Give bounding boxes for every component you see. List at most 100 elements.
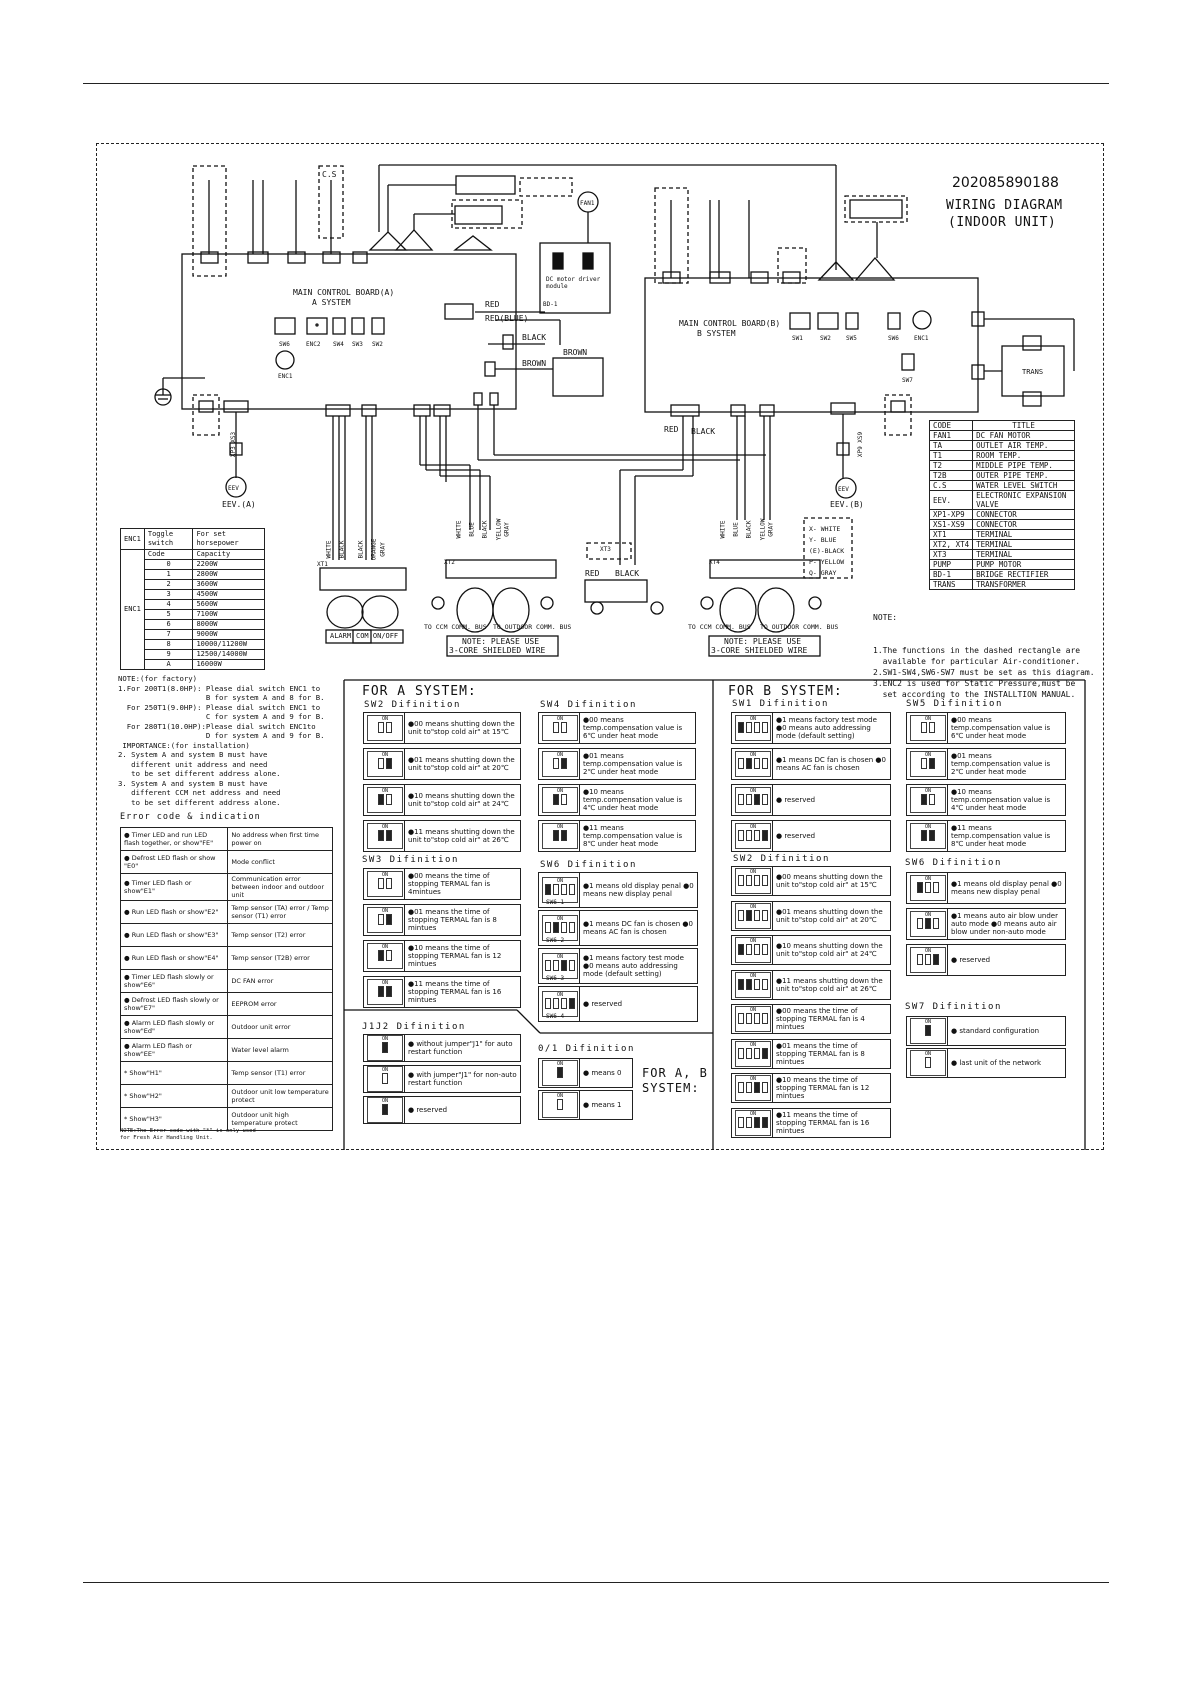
switch-definition-text: ●00 means shutting down the unit to"stop…	[776, 873, 883, 889]
switch-definition-text: ● reserved	[583, 1000, 623, 1008]
dip-switch-icon: ON	[735, 751, 771, 777]
switch-definition-row: ON●00 means the time of stopping TERMAL …	[731, 1004, 891, 1034]
legend-code: T2	[928, 460, 974, 471]
sw5-label: SW5	[846, 335, 857, 342]
wire-white-xt1: WHITE	[325, 540, 333, 559]
sys-a-o1-title: 0/1 Difinition	[538, 1044, 635, 1054]
error-row: * Show"H1"Temp sensor (T1) error	[119, 1061, 333, 1085]
enc-code: A	[143, 659, 194, 670]
enc2-label: ENC2	[306, 341, 321, 348]
error-meaning: Outdoor unit low temperature protect	[227, 1084, 333, 1108]
switch-definition-row: ON● means 0	[538, 1058, 633, 1088]
error-indication: ● Defrost LED flash slowly or show"E7"	[119, 992, 229, 1016]
switch-definition-text: ●00 means shutting down the unit to"stop…	[408, 720, 515, 736]
legend-code: EEV.	[928, 490, 974, 510]
error-footnote-1: NOTE:The Error code with "*" is only use…	[120, 1128, 256, 1134]
error-indication: ● Timer LED flash slowly or show"E6"	[119, 969, 229, 993]
switch-definition-row: ON● means 1	[538, 1090, 633, 1120]
color-key-item: Y- BLUE	[809, 536, 837, 544]
switch-definition-row: ON●1 means old display penal ●0 means ne…	[538, 872, 698, 908]
enc-header-cell: ENC1	[120, 528, 145, 550]
legend-title: PUMP MOTOR	[972, 559, 1075, 570]
dip-switch-icon: ON	[542, 823, 578, 849]
switch-definition-row: ON● reserved	[906, 944, 1066, 976]
xt2-block	[445, 559, 557, 579]
board-a-sub: A SYSTEM	[312, 298, 351, 307]
alarm-label: ALARM	[330, 632, 352, 640]
switch-definition-row: ON● without jumper"J1" for auto restart …	[363, 1034, 521, 1062]
legend-title: OUTLET AIR TEMP.	[972, 440, 1075, 451]
note-wire-a-2: 3-CORE SHIELDED WIRE	[449, 646, 546, 655]
legend-code: XS1-XS9	[928, 519, 974, 530]
legend-title: MIDDLE PIPE TEMP.	[972, 460, 1075, 471]
note-right-line: available for particular Air-conditioner…	[873, 657, 1081, 666]
switch-definition-row: ON●11 means the time of stopping TERMAL …	[363, 976, 521, 1008]
sys-a-sw3-title: SW3 Difinition	[362, 855, 459, 865]
switch-definition-text: ●1 means old display penal ●0 means new …	[583, 882, 694, 898]
dip-switch-icon: ON	[367, 1066, 403, 1092]
legend-header-cell: TITLE	[972, 420, 1075, 431]
legend-title: CONNECTOR	[972, 519, 1075, 530]
com-onoff-label: COM ON/OFF	[356, 632, 399, 640]
error-row: * Show"H2"Outdoor unit low temperature p…	[119, 1084, 333, 1108]
enc-code: 8	[143, 639, 194, 650]
error-indication: ● Run LED flash or show"E2"	[119, 900, 229, 924]
sys-b-sw1-title: SW1 Difinition	[732, 699, 829, 709]
switch-definition-row: ON●10 means temp.compensation value is 4…	[906, 784, 1066, 816]
factory-note-line: For 280T1(10.0HP):Please dial switch ENC…	[118, 721, 316, 731]
switch-definition-row: ON●01 means temp.compensation value is 2…	[538, 748, 696, 780]
error-meaning: EEPROM error	[227, 992, 333, 1016]
sw3-label: SW3	[352, 341, 363, 348]
switch-definition-text: ●10 means the time of stopping TERMAL fa…	[776, 1076, 870, 1100]
note-right-line: 2.SW1-SW4,SW6-SW7 must be set as this di…	[873, 668, 1095, 677]
dip-switch-icon: ON	[542, 787, 578, 813]
factory-note-line: to be set different address alone.	[118, 797, 281, 807]
trans-label: TRANS	[1022, 368, 1044, 376]
dip-switch-icon: ON	[735, 937, 771, 963]
dip-switch-icon: ON	[367, 907, 403, 933]
error-meaning: Outdoor unit high temperature protect	[227, 1107, 333, 1131]
eev-a-circle	[225, 476, 247, 498]
switch-definition-row: ON● reserved	[731, 820, 891, 852]
error-row: ● Timer LED flash or show"E1"Communicati…	[119, 873, 333, 901]
dc-motor-module	[539, 242, 611, 314]
error-row: ● Alarm LED flash slowly or show"Ed"Outd…	[119, 1015, 333, 1039]
legend-code: BD-1	[928, 569, 974, 580]
legend-title: TERMINAL	[972, 549, 1075, 560]
switch-definition-text: ●10 means the time of stopping TERMAL fa…	[408, 944, 502, 968]
dip-switch-icon: ON	[542, 1092, 578, 1118]
note-right-line: set according to the INSTALLTION MANUAL.	[873, 690, 1076, 699]
board-b	[644, 277, 979, 413]
enc-capacity: 5600W	[192, 599, 265, 610]
switch-definition-text: ●00 means temp.compensation value is 6℃ …	[951, 716, 1051, 740]
dip-switch-icon: ON	[735, 1040, 771, 1067]
eev-a-icon-label: EEV	[228, 485, 239, 492]
dip-switch-icon: ON	[735, 823, 771, 849]
error-indication: * Show"H3"	[119, 1107, 229, 1131]
dip-switch-icon: ON	[367, 1097, 403, 1123]
enc-subheader-cell: Capacity	[192, 549, 265, 560]
error-meaning: Communication error between indoor and o…	[227, 873, 333, 901]
switch-definition-row: ON●00 means the time of stopping TERMAL …	[363, 868, 521, 900]
wire-black-b2: BLACK	[745, 520, 753, 539]
wire-red-xt3: RED	[585, 569, 600, 578]
factory-note-line: 3. System A and system B must have	[118, 778, 268, 788]
xp9-label: XP9 XS9	[857, 431, 865, 458]
dip-switch-icon: ON	[367, 823, 403, 849]
enc-code: 7	[143, 629, 194, 640]
enc-code: 6	[143, 619, 194, 630]
error-meaning: DC FAN error	[227, 969, 333, 993]
switch-definition-row: ON●1 means auto air blow under auto mode…	[906, 908, 1066, 940]
dip-switch-icon: ON	[367, 715, 403, 741]
dip-switch-icon: ON	[367, 979, 403, 1005]
legend-code: XT1	[928, 529, 974, 540]
switch-definition-row: ON●11 means shutting down the unit to"st…	[731, 969, 891, 1000]
